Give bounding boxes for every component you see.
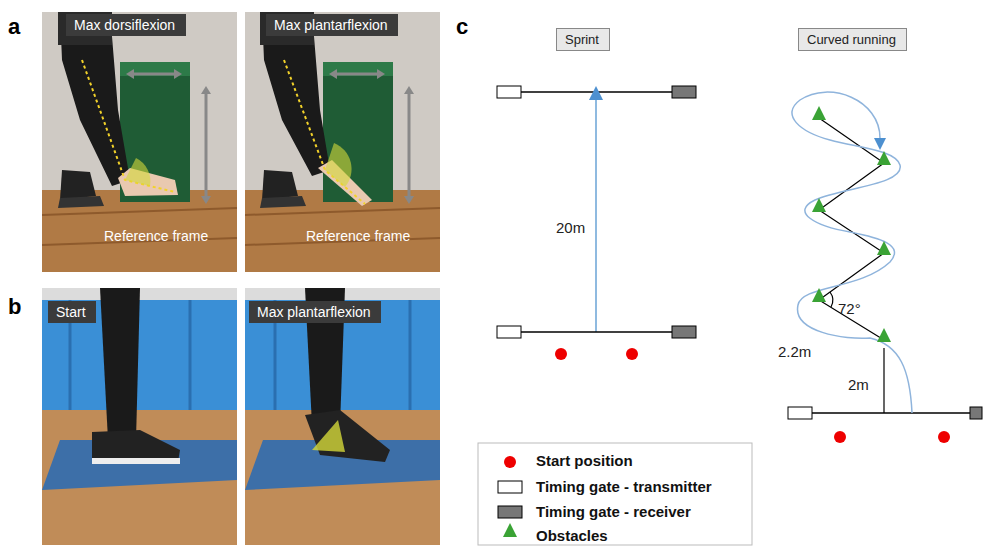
- legend-text: Obstacles: [536, 527, 608, 544]
- angle-label: 72°: [838, 300, 861, 317]
- panel-header: Sprint: [556, 28, 610, 51]
- sprint-course: [497, 86, 696, 360]
- photo-caption: Reference frame: [104, 228, 208, 244]
- dimension: 2.2m: [778, 343, 811, 360]
- panel-letter: c: [456, 14, 468, 40]
- photo-dorsiflexion: [42, 12, 237, 272]
- legend-text: Start position: [536, 452, 633, 469]
- dimension: 20m: [556, 219, 585, 236]
- legend-text: Timing gate - receiver: [536, 503, 691, 520]
- photo-label: Max plantarflexion: [249, 301, 381, 323]
- label-text: Max plantarflexion: [257, 304, 373, 320]
- label-text: Max dorsiflexion: [74, 17, 178, 33]
- photo-plantarflexion: [245, 12, 440, 272]
- photo-plantarflexion-standing: [245, 288, 440, 545]
- label-text: Start: [56, 304, 88, 320]
- panel-letter: a: [8, 14, 20, 40]
- photo-start: [42, 288, 237, 545]
- legend-text: Timing gate - transmitter: [536, 478, 712, 495]
- label-text: Curved running: [807, 32, 898, 47]
- photo-label: Max plantarflexion: [266, 14, 398, 36]
- curved-course: [788, 92, 982, 443]
- photo-label: Start: [48, 301, 96, 323]
- label-text: Sprint: [565, 32, 601, 47]
- photo-caption: Reference frame: [306, 228, 410, 244]
- photo-label: Max dorsiflexion: [66, 14, 186, 36]
- dimension: 2m: [848, 376, 869, 393]
- label-text: Max plantarflexion: [274, 17, 390, 33]
- legend-box: [478, 443, 752, 545]
- panel-letter: b: [8, 294, 21, 320]
- panel-header: Curved running: [798, 28, 907, 51]
